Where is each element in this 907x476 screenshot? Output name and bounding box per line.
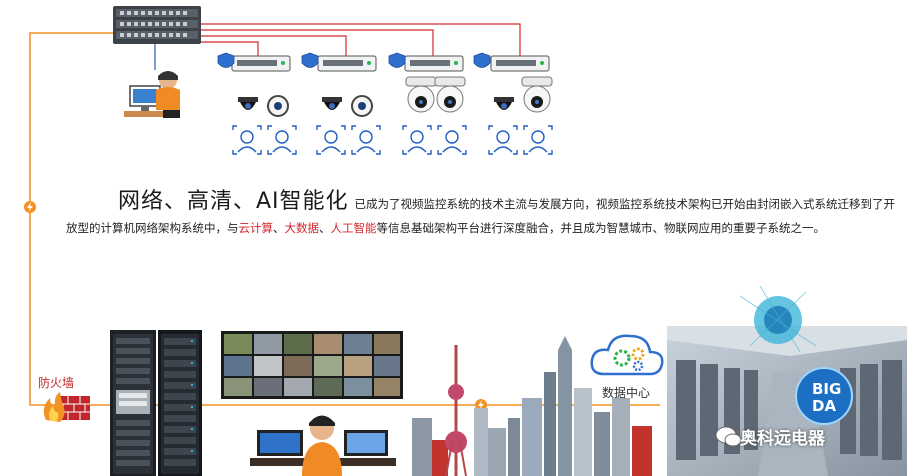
fisheye-camera: [351, 95, 373, 117]
separator: 、: [273, 221, 285, 235]
ptz-camera: [521, 76, 553, 113]
dome-camera: [238, 97, 258, 110]
highlight-big-data: 大数据: [284, 221, 320, 235]
face-icon: [402, 125, 432, 155]
separator: 、: [319, 221, 331, 235]
access-switch-3: [404, 55, 464, 72]
ptz-camera: [434, 76, 466, 113]
bigdata-badge: BIG DA: [812, 381, 841, 415]
shield-icon: [217, 52, 491, 68]
brick-wall-flame-icon: [43, 392, 90, 422]
highlight-cloud-computing: 云计算: [238, 221, 274, 235]
dome-camera: [322, 97, 342, 110]
server-rack-left: [110, 330, 156, 476]
lightning-bolt-icon: [24, 201, 36, 213]
wechat-icon: [715, 426, 742, 447]
core-switch: [113, 6, 201, 44]
fisheye-camera: [267, 95, 289, 117]
camera-group: [238, 76, 553, 117]
headline: 网络、高清、AI智能化: [118, 189, 349, 214]
cloud-gears-icon: [590, 334, 664, 376]
access-switch-4: [490, 55, 550, 72]
oriental-pearl-tower: [445, 345, 467, 476]
bigdata-line-2: DA: [812, 397, 837, 415]
watermark-text: 奥科远电器: [740, 429, 825, 449]
face-icon: [351, 125, 381, 155]
highlight-ai: 人工智能: [330, 221, 377, 235]
access-switch-2: [317, 55, 377, 72]
face-icon: [267, 125, 297, 155]
city-skyline: [412, 336, 652, 476]
monitoring-desk: [250, 415, 396, 476]
dome-camera: [494, 97, 514, 110]
operator-workstation: [124, 71, 180, 118]
ptz-camera: [405, 76, 437, 113]
access-switch-1: [231, 55, 291, 72]
paragraph-part-2: 等信息基础架构平台进行深度融合，并且成为智慧城市、物联网应用的重要子系统之一。: [376, 221, 826, 235]
face-recognition-icons: [232, 125, 553, 155]
cable-red-feeds: [200, 23, 521, 56]
datacenter-label: 数据中心: [602, 386, 651, 400]
bigdata-line-1: BIG: [812, 380, 842, 398]
face-icon: [488, 125, 518, 155]
intro-paragraph: 网络、高清、AI智能化已成为了视频监控系统的技术主流与发展方向，视频监控系统技术…: [66, 190, 896, 240]
firewall-label: 防火墙: [38, 376, 75, 390]
server-rack-right: [158, 330, 202, 476]
video-wall: [221, 331, 403, 399]
face-icon: [316, 125, 346, 155]
data-center-image: [667, 285, 907, 476]
face-icon: [232, 125, 262, 155]
face-icon: [437, 125, 467, 155]
face-icon: [523, 125, 553, 155]
cable-orange-left: [29, 32, 660, 406]
paragraph-part-1: 已成为了视频监控系统的技术主流与发展方向，视频监控系统技术架构已开始由封闭嵌入式…: [66, 197, 896, 235]
